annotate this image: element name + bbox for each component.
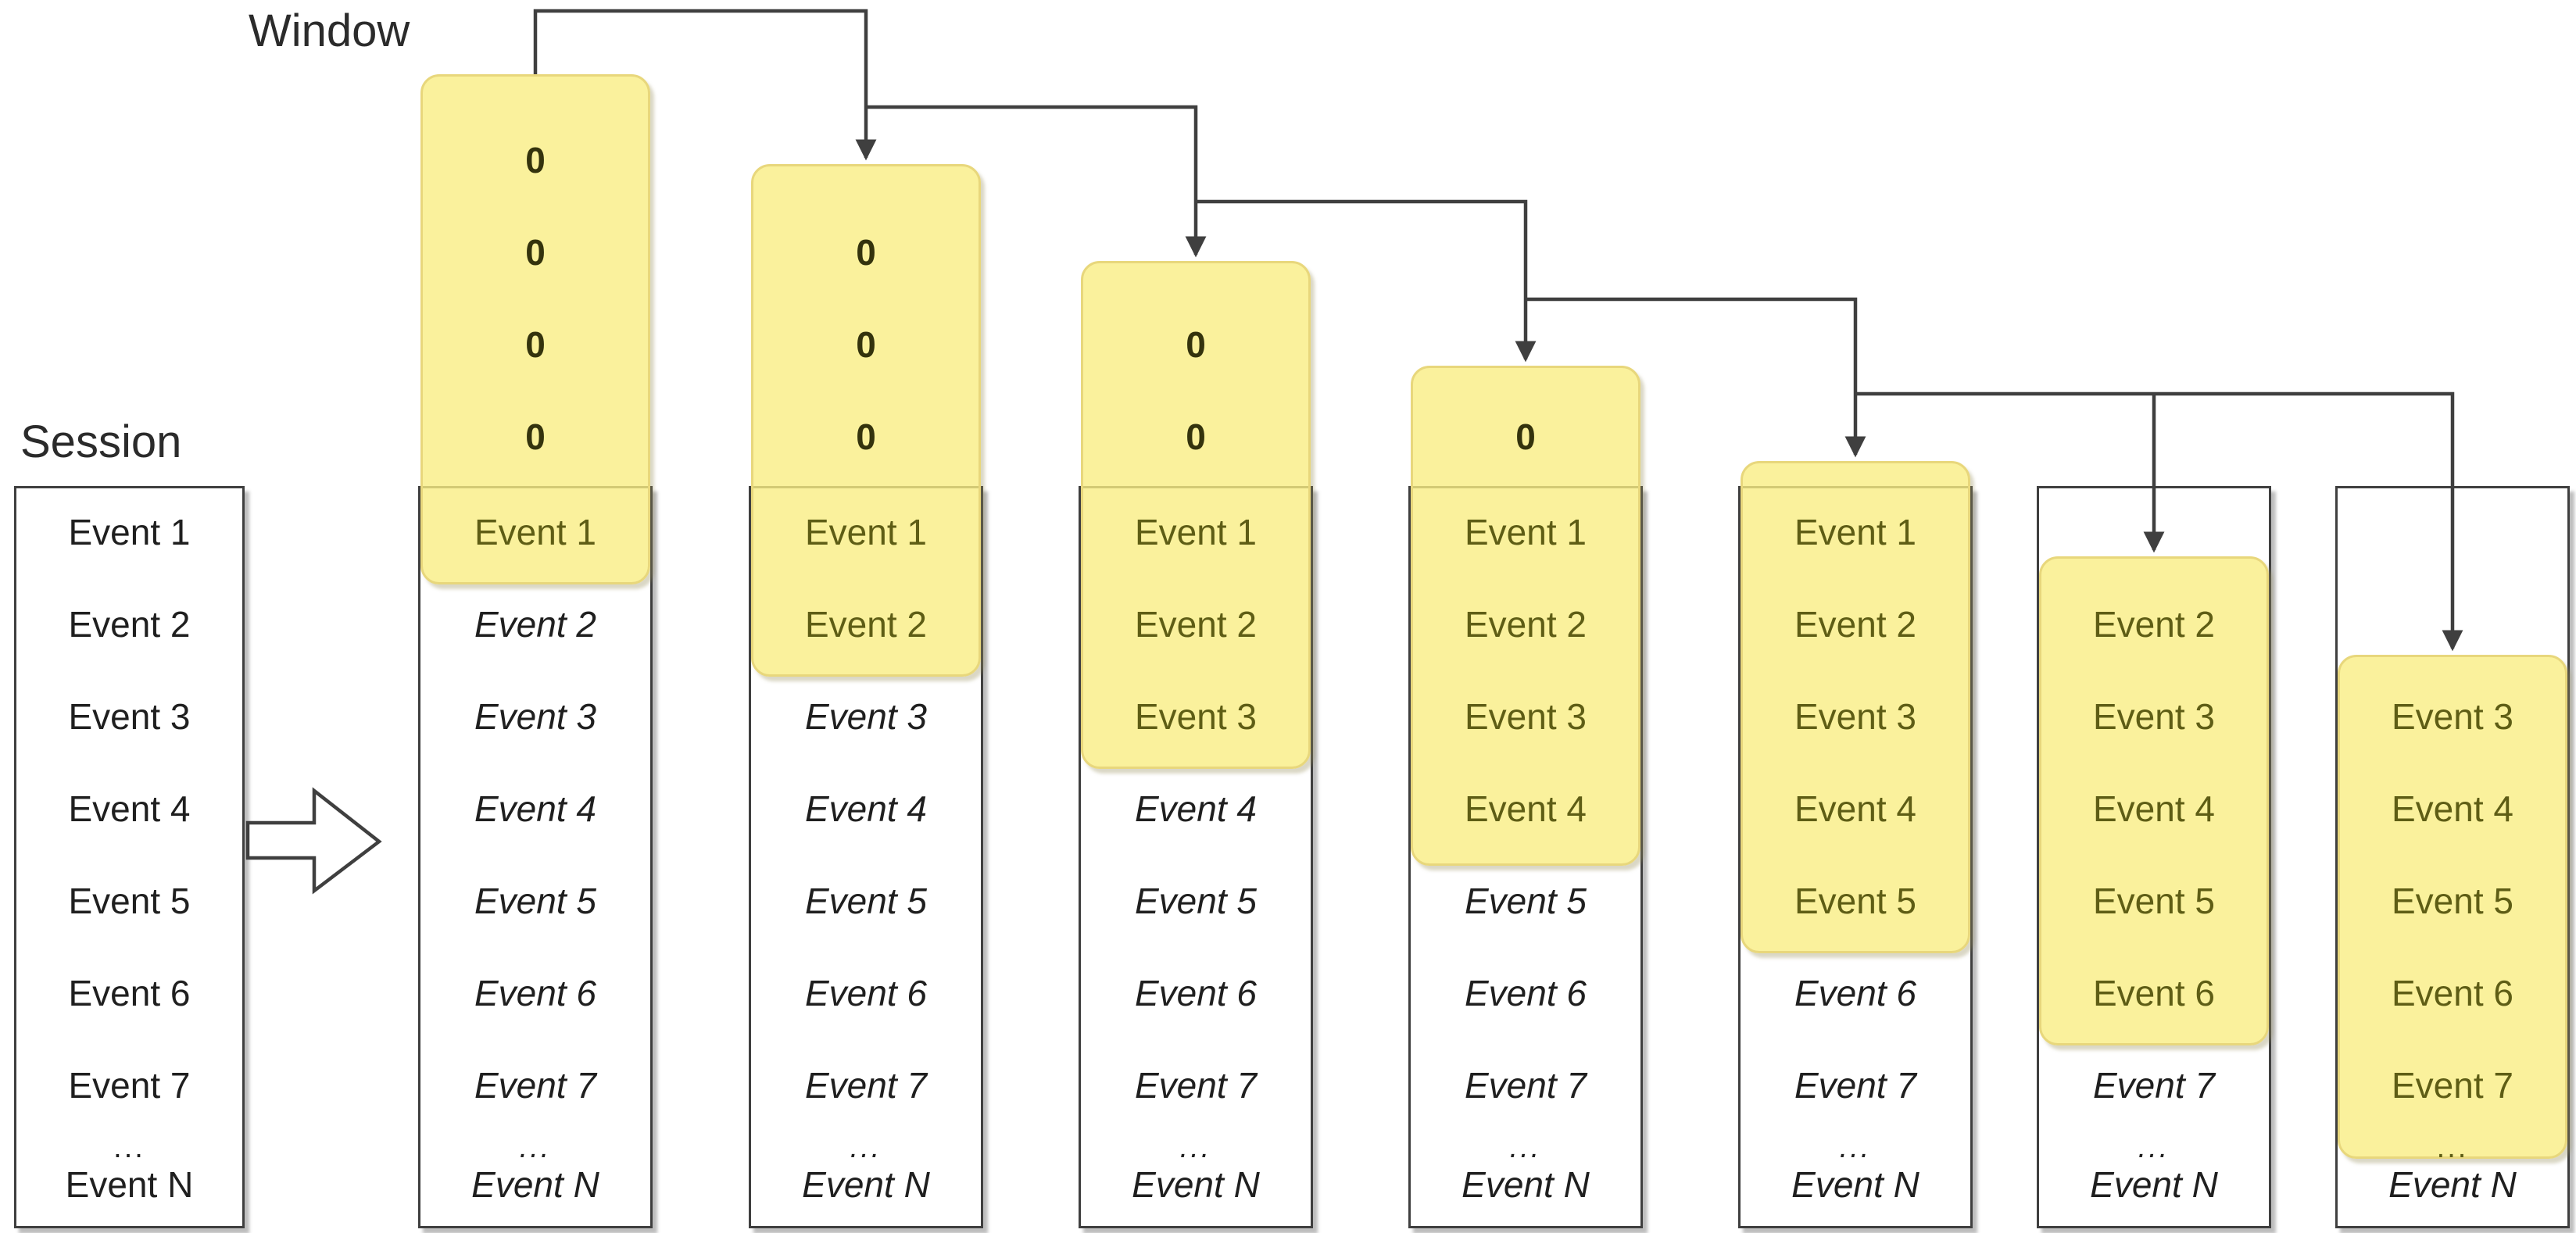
event-row: Event 6 <box>2093 973 2215 1013</box>
event-row: ... <box>2436 1131 2469 1164</box>
zero-pad-cell: 0 <box>525 416 546 457</box>
event-row: Event 4 <box>805 788 927 829</box>
event-row: Event 7 <box>2392 1065 2513 1106</box>
event-row: Event 1 <box>1135 512 1257 552</box>
event-row: Event N <box>2090 1164 2218 1205</box>
event-row: Event 6 <box>1794 973 1916 1013</box>
window-column-7: Event 3 Event 4 Event 5 Event 6 Event 7...Ev… <box>2335 486 2570 1228</box>
event-row: Event 2 <box>805 604 927 645</box>
event-row: Event 1 <box>474 512 596 552</box>
event-row: ... <box>1179 1131 1212 1164</box>
window-highlight-7 <box>2338 655 2567 1159</box>
session-row-3: Event 3 <box>68 696 191 737</box>
event-row: Event N <box>1132 1164 1260 1205</box>
event-row: Event 5 <box>474 881 596 921</box>
event-row: Event 4 <box>2392 788 2513 829</box>
zero-pad-cell: 0 <box>1186 416 1206 457</box>
event-row: ... <box>1509 1131 1542 1164</box>
window-label: Window <box>249 5 410 56</box>
event-row: Event N <box>1462 1164 1590 1205</box>
event-row: Event 5 <box>805 881 927 921</box>
window-column-5: Event 1 Event 2 Event 3 Event 4 Event 5 Event… <box>1738 461 1973 1228</box>
session-row-5: Event 5 <box>68 881 191 921</box>
session-to-window-arrow <box>245 787 382 895</box>
event-row: Event 5 <box>2093 881 2215 921</box>
event-row: Event 4 <box>1465 788 1587 829</box>
event-row: Event 3 <box>2093 696 2215 737</box>
window-column-6: Event 2 Event 3 Event 4 Event 5 Event 6 Event… <box>2037 486 2271 1228</box>
event-row: Event 5 <box>1794 881 1916 921</box>
event-row: Event N <box>802 1164 930 1205</box>
session-row-1: Event 1 <box>68 512 191 552</box>
event-row: ... <box>850 1131 882 1164</box>
event-row: Event N <box>1791 1164 1919 1205</box>
event-row: ... <box>519 1131 552 1164</box>
session-row-9: Event N <box>65 1164 194 1205</box>
session-label: Session <box>20 416 182 467</box>
zero-pad-cell: 0 <box>525 140 546 180</box>
event-row: Event 1 <box>1794 512 1916 552</box>
event-row: Event 5 <box>1465 881 1587 921</box>
event-row: Event 5 <box>1135 881 1257 921</box>
event-row: Event 1 <box>1465 512 1587 552</box>
event-row: Event 7 <box>1135 1065 1257 1106</box>
event-row: Event 7 <box>1465 1065 1587 1106</box>
event-row: ... <box>1839 1131 1872 1164</box>
event-row: Event 3 <box>474 696 596 737</box>
event-row: Event 4 <box>474 788 596 829</box>
session-row-2: Event 2 <box>68 604 191 645</box>
zero-pad-cell: 0 <box>525 324 546 365</box>
event-row: Event 6 <box>2392 973 2513 1013</box>
event-row: Event 2 <box>1465 604 1587 645</box>
session-row-8: ... <box>113 1131 145 1164</box>
event-row: Event 6 <box>1135 973 1257 1013</box>
zero-pad-cell: 0 <box>856 324 876 365</box>
zero-pad-cell: 0 <box>856 416 876 457</box>
event-row: Event 6 <box>474 973 596 1013</box>
event-row: Event 6 <box>805 973 927 1013</box>
zero-pad-cell: 0 <box>525 232 546 273</box>
event-row: Event 3 <box>1465 696 1587 737</box>
event-row: Event 3 <box>1135 696 1257 737</box>
event-row: Event 2 <box>1794 604 1916 645</box>
event-row: Event 4 <box>1794 788 1916 829</box>
session-row-6: Event 6 <box>68 973 191 1013</box>
event-row: Event 2 <box>1135 604 1257 645</box>
event-row: Event N <box>2388 1164 2517 1205</box>
event-row: Event 6 <box>1465 973 1587 1013</box>
event-row: Event 7 <box>2093 1065 2215 1106</box>
event-row: Event 7 <box>1794 1065 1916 1106</box>
event-row: Event 7 <box>474 1065 596 1106</box>
event-row: Event 4 <box>1135 788 1257 829</box>
event-row: Event 4 <box>2093 788 2215 829</box>
zero-pad-cell: 0 <box>1186 324 1206 365</box>
event-row: Event 7 <box>805 1065 927 1106</box>
event-row: Event 3 <box>805 696 927 737</box>
event-row: Event N <box>471 1164 599 1205</box>
event-row: Event 3 <box>1794 696 1916 737</box>
event-row: Event 1 <box>805 512 927 552</box>
session-row-7: Event 7 <box>68 1065 191 1106</box>
session-column: Event 1 Event 2 Event 3 Event 4 Event 5 Event… <box>14 486 245 1228</box>
window-column-1-frame <box>418 486 653 1228</box>
session-column-frame <box>14 486 245 1228</box>
event-row: Event 2 <box>2093 604 2215 645</box>
session-row-4: Event 4 <box>68 788 191 829</box>
event-row: Event 3 <box>2392 696 2513 737</box>
zero-pad-cell: 0 <box>856 232 876 273</box>
event-row: Event 5 <box>2392 881 2513 921</box>
event-row: Event 2 <box>474 604 596 645</box>
event-row: ... <box>2138 1131 2170 1164</box>
zero-pad-cell: 0 <box>1515 416 1536 457</box>
